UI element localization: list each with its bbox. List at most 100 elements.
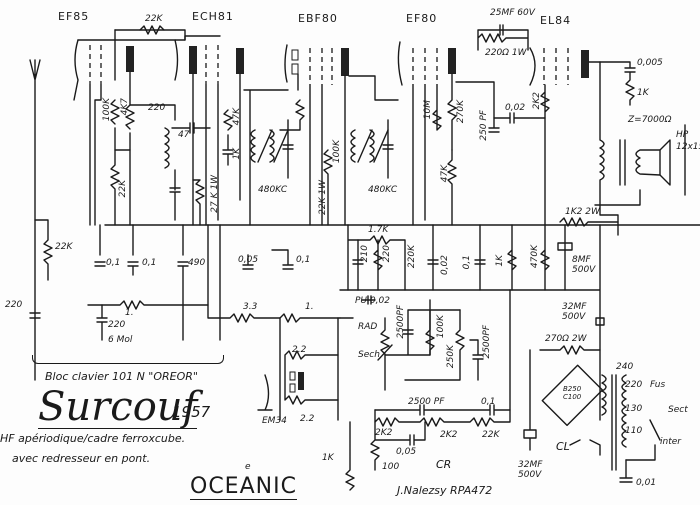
label-0005: 0,005 <box>637 58 663 68</box>
label-22k-cr: 22K <box>482 430 500 440</box>
label-1k-out: 1K <box>637 88 649 98</box>
tube-el84-label: EL84 <box>540 14 572 27</box>
label-t-110: 110 <box>625 426 643 436</box>
main-wiring <box>29 24 700 491</box>
label-t-240: 240 <box>616 362 634 372</box>
label-25mf: 25MF 60V <box>490 8 535 18</box>
label-z-out: Z=7000Ω <box>628 115 672 125</box>
label-1k-c: 1K <box>322 453 334 463</box>
brand-superscript: e <box>245 462 251 472</box>
label-secteur: Sect <box>668 405 688 415</box>
label-01c: 0,1 <box>296 255 311 265</box>
label-01d: 0,1 <box>462 255 472 270</box>
tube-ef80-label: EF80 <box>406 12 438 25</box>
label-220ohm: 220Ω 1W <box>485 48 527 58</box>
tube-ebf80-label: EBF80 <box>298 12 338 25</box>
label-270k: 270K <box>456 100 466 124</box>
label-47k-ech: 47K <box>232 108 242 126</box>
label-2k2-a: 2K2 <box>375 428 393 438</box>
label-rad: RAD <box>358 322 378 332</box>
label-100k-b: 100K <box>332 140 342 164</box>
label-cr: CR <box>436 458 452 471</box>
label-47: 47 <box>178 130 190 140</box>
label-01e: 0,1 <box>481 397 496 407</box>
tube-ef85 <box>73 39 134 101</box>
label-8mf: 8MF 500V <box>572 255 596 275</box>
label-1-7k: 1.7K <box>368 225 389 235</box>
label-3-3: 3.3 <box>243 302 258 312</box>
label-t-220: 220 <box>625 380 643 390</box>
label-fus: Fus <box>650 380 666 390</box>
label-27k: 27 K 1W <box>210 175 220 213</box>
label-1k-b: 1K <box>495 255 505 267</box>
label-1k-ech: 1K <box>232 148 242 160</box>
signature: J.Nalezsy RPA472 <box>397 484 493 497</box>
label-2500pf: 2500PF <box>396 305 406 339</box>
label-2k2: 2K2 <box>532 92 542 110</box>
label-1k2: 1K2 2W <box>565 207 600 217</box>
label-490: 490 <box>188 258 206 268</box>
bloc-clavier-note: Bloc clavier 101 N "OREOR" <box>45 370 198 383</box>
tube-el84 <box>529 47 589 86</box>
label-hp: HP <box>676 130 689 140</box>
tube-ech81 <box>174 39 244 85</box>
label-cl: CL <box>556 440 570 453</box>
label-pu: PU 0,02 <box>355 296 390 306</box>
label-antenna-22k: 22K <box>55 242 73 252</box>
label-2500pf-b: 2500PF <box>482 325 492 359</box>
label-2500pf-c: 2500 PF <box>408 397 445 407</box>
label-100k-a: 100K <box>102 98 112 122</box>
label-32mf-a: 32MF 500V <box>562 302 587 322</box>
label-volume: Sech <box>358 350 380 360</box>
label-005: 0,05 <box>238 255 259 265</box>
label-1m: 1. <box>125 308 134 318</box>
label-002: 0,02 <box>505 103 526 113</box>
label-01b: 0,1 <box>142 258 157 268</box>
label-220-c: 220 <box>382 245 392 263</box>
label-250k: 250K <box>446 345 456 369</box>
label-22k2: 22K 1W <box>318 180 328 215</box>
label-1m-b: 1. <box>305 302 314 312</box>
model-name: Surcouf <box>38 384 198 430</box>
label-6mol: 6 Mol <box>108 335 133 345</box>
label-270ohm: 270Ω 2W <box>545 334 587 344</box>
label-2k2-b: 2K2 <box>440 430 458 440</box>
redresseur-note: avec redresseur en pont. <box>12 452 151 465</box>
label-470k: 470K <box>530 245 540 269</box>
label-antenna-220: 220 <box>5 300 23 310</box>
label-2-2-b: 2.2 <box>300 414 315 424</box>
label-100k-c: 100K <box>436 315 446 339</box>
label-005-b: 0,05 <box>396 447 417 457</box>
label-if2: 480KC <box>368 185 398 195</box>
label-4k7: 4K7 <box>120 98 130 116</box>
tube-ef85-label: EF85 <box>58 10 90 23</box>
bloc-clavier-brace <box>32 355 224 364</box>
label-2-2-a: 2.2 <box>292 345 307 355</box>
label-32mf-b: 32MF 500V <box>518 460 543 480</box>
label-10m: 10M <box>423 100 433 120</box>
label-250pf: 250 PF <box>479 110 489 141</box>
label-if1: 480KC <box>258 185 288 195</box>
tube-ebf80 <box>284 44 349 85</box>
hf-note: HF apériodique/cadre ferroxcube. <box>0 432 186 445</box>
tube-ef80 <box>397 41 456 86</box>
tube-em34-label: EM34 <box>262 416 287 426</box>
tube-ech81-label: ECH81 <box>192 10 234 23</box>
label-220-grid: 220 <box>148 103 166 113</box>
label-002-b: 0,02 <box>440 255 450 276</box>
brand-name: OCEANIC <box>190 474 297 500</box>
label-47k-b: 47K <box>440 165 450 183</box>
label-210: 210 <box>360 245 370 263</box>
label-22k-ef85: 22K <box>118 180 128 198</box>
label-t-130: 130 <box>625 404 643 414</box>
label-inter: inter <box>660 437 681 447</box>
label-001: 0,01 <box>636 478 657 488</box>
label-hp-size: 12x15 <box>676 142 700 152</box>
label-220k: 220K <box>407 245 417 269</box>
label-rectifier: B250 C100 <box>563 385 582 401</box>
label-01a: 0,1 <box>106 258 121 268</box>
label-100: 100 <box>382 462 400 472</box>
label-220-b: 220 <box>108 320 126 330</box>
model-year: 1957 <box>172 403 211 421</box>
